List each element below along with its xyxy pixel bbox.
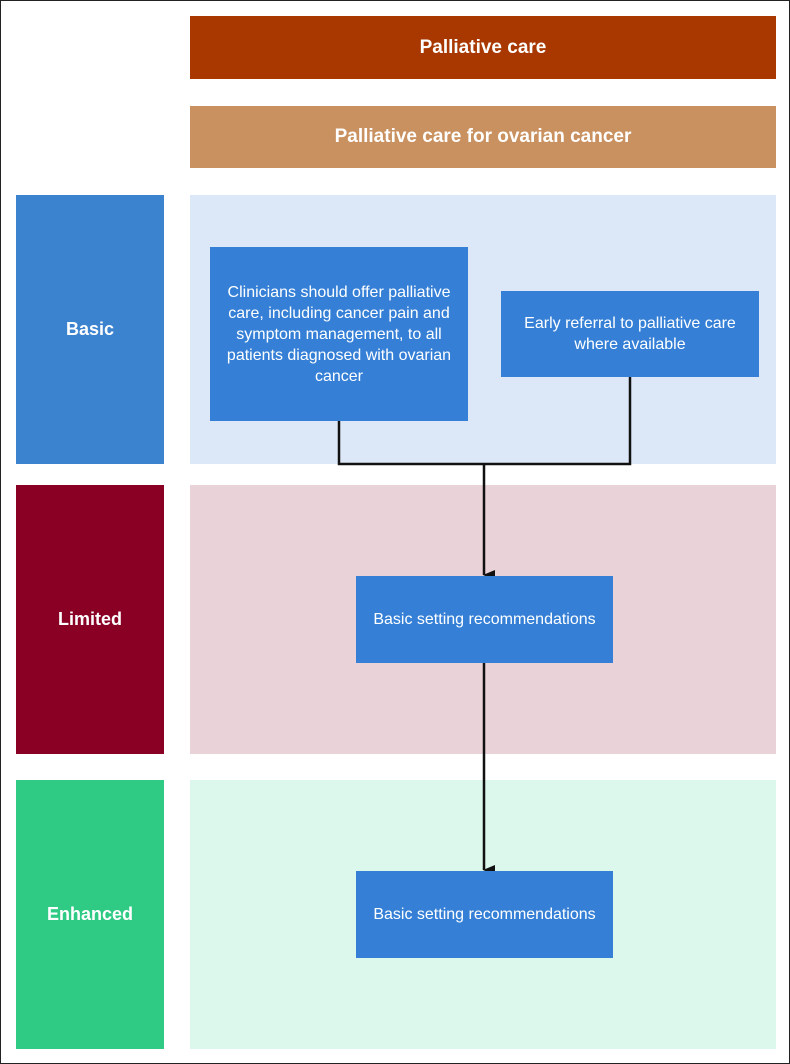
tier-label-enhanced: Enhanced: [16, 780, 164, 1049]
header-palliative-care: Palliative care: [190, 16, 776, 79]
header-palliative-care-ovarian: Palliative care for ovarian cancer: [190, 106, 776, 168]
box-basic-offer-palliative-care: Clinicians should offer palliative care,…: [210, 247, 468, 421]
box-basic-early-referral: Early referral to palliative care where …: [501, 291, 759, 377]
box-limited-recommendations: Basic setting recommendations: [356, 576, 613, 663]
box-enhanced-recommendations: Basic setting recommendations: [356, 871, 613, 958]
tier-label-limited: Limited: [16, 485, 164, 754]
tier-label-basic: Basic: [16, 195, 164, 464]
